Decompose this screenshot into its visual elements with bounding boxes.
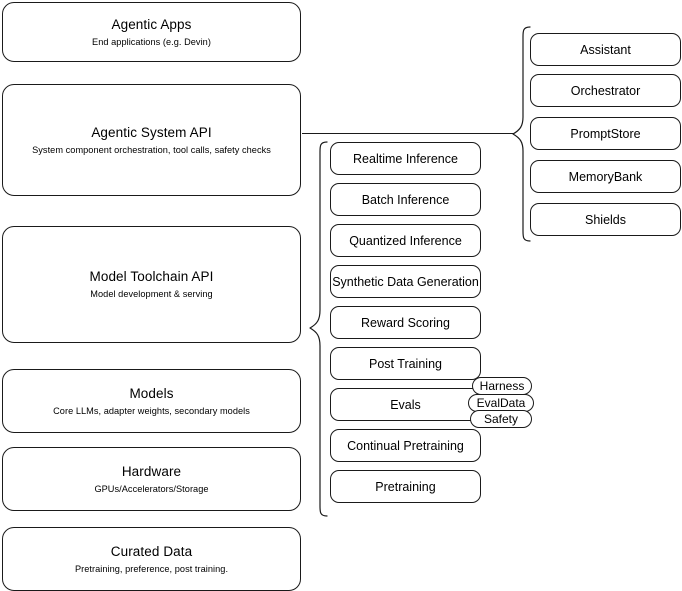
agentic-component-promptstore[interactable]: PromptStore: [530, 117, 681, 150]
capability-evals[interactable]: Evals: [330, 388, 481, 421]
stack-layer-agentic-system-api[interactable]: Agentic System API System component orch…: [2, 84, 301, 196]
layer-title: Agentic Apps: [111, 16, 192, 32]
layer-subtitle: Core LLMs, adapter weights, secondary mo…: [53, 405, 250, 416]
layer-subtitle: GPUs/Accelerators/Storage: [94, 483, 209, 494]
layer-title: Curated Data: [110, 543, 193, 559]
capability-batch-inference[interactable]: Batch Inference: [330, 183, 481, 216]
capability-label: Synthetic Data Generation: [332, 274, 479, 289]
capability-label: Reward Scoring: [361, 315, 450, 330]
capability-label: Continual Pretraining: [347, 438, 464, 453]
layer-subtitle: End applications (e.g. Devin): [92, 36, 211, 47]
layer-title: Models: [129, 385, 174, 401]
component-label: Assistant: [580, 42, 631, 57]
badge-label: Safety: [483, 411, 519, 426]
component-label: Shields: [585, 212, 626, 227]
brace-toolchain-capabilities: [309, 141, 328, 517]
component-label: MemoryBank: [568, 169, 643, 184]
capability-synthetic-data-generation[interactable]: Synthetic Data Generation: [330, 265, 481, 298]
capability-label: Post Training: [369, 356, 442, 371]
stack-layer-agentic-apps[interactable]: Agentic Apps End applications (e.g. Devi…: [2, 2, 301, 62]
agentic-component-shields[interactable]: Shields: [530, 203, 681, 236]
capability-quantized-inference[interactable]: Quantized Inference: [330, 224, 481, 257]
stack-layer-hardware[interactable]: Hardware GPUs/Accelerators/Storage: [2, 447, 301, 511]
layer-subtitle: Model development & serving: [90, 289, 213, 299]
capability-label: Realtime Inference: [353, 151, 458, 166]
stack-layer-models[interactable]: Models Core LLMs, adapter weights, secon…: [2, 369, 301, 433]
capability-label: Quantized Inference: [349, 233, 462, 248]
component-label: Orchestrator: [570, 83, 641, 98]
layer-title: Agentic System API: [91, 124, 212, 140]
capability-pretraining[interactable]: Pretraining: [330, 470, 481, 503]
capability-reward-scoring[interactable]: Reward Scoring: [330, 306, 481, 339]
agentic-component-assistant[interactable]: Assistant: [530, 33, 681, 66]
capability-label: Batch Inference: [361, 192, 450, 207]
capability-label: Pretraining: [375, 479, 436, 494]
badge-label: Harness: [479, 378, 525, 393]
capability-post-training[interactable]: Post Training: [330, 347, 481, 380]
layer-subtitle: Pretraining, preference, post training.: [74, 563, 229, 574]
layer-title: Model Toolchain API: [89, 269, 214, 284]
stack-layer-curated-data[interactable]: Curated Data Pretraining, preference, po…: [2, 527, 301, 591]
capability-label: Evals: [390, 397, 421, 412]
component-label: PromptStore: [570, 126, 641, 141]
layer-title: Hardware: [121, 463, 182, 479]
brace-agentic-components: [512, 26, 531, 242]
agentic-component-memorybank[interactable]: MemoryBank: [530, 160, 681, 193]
evals-badge-safety[interactable]: Safety: [470, 410, 532, 428]
evals-badge-harness[interactable]: Harness: [472, 377, 532, 395]
capability-continual-pretraining[interactable]: Continual Pretraining: [330, 429, 481, 462]
layer-subtitle: System component orchestration, tool cal…: [32, 144, 271, 155]
connector-line-agentic-system-to-components: [302, 133, 514, 134]
capability-realtime-inference[interactable]: Realtime Inference: [330, 142, 481, 175]
agentic-component-orchestrator[interactable]: Orchestrator: [530, 74, 681, 107]
stack-layer-model-toolchain-api[interactable]: Model Toolchain API Model development & …: [2, 226, 301, 343]
badge-label: EvalData: [476, 395, 526, 410]
